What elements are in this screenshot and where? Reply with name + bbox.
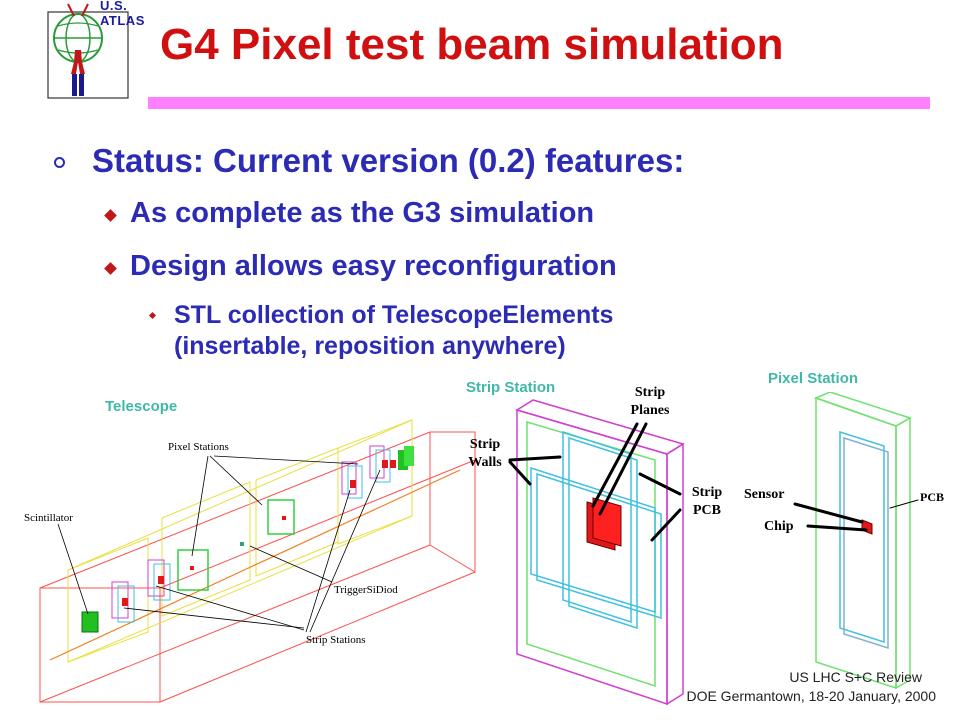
strip-station-title: Strip Station	[466, 379, 556, 396]
strip-walls-line1: Strip	[469, 437, 501, 452]
complete-text: As complete as the G3 simulation	[130, 197, 595, 229]
stl-text-1: STL collection of TelescopeElements	[174, 301, 614, 329]
sensor-label: Sensor	[744, 487, 785, 502]
design-text: Design allows easy reconfiguration	[130, 250, 617, 282]
strip-station-drawing	[515, 399, 685, 706]
chip-label: Chip	[764, 519, 794, 534]
logo-text: U.S. ATLAS	[100, 0, 145, 28]
pixel-stations-label: Pixel Stations	[168, 441, 229, 453]
diamond-bullet-icon	[104, 209, 117, 222]
pcb-label: PCB	[920, 490, 944, 504]
pixel-station-title: Pixel Station	[768, 370, 859, 387]
strip-walls-label: Strip Walls	[460, 436, 510, 472]
title-rule	[148, 97, 930, 109]
pixel-station-drawing	[813, 392, 912, 690]
small-diamond-icon	[148, 311, 157, 320]
telescope-title: Telescope	[105, 398, 178, 415]
circle-bullet-icon	[54, 157, 65, 168]
stl-text-2: (insertable, reposition anywhere)	[174, 332, 566, 360]
logo: U.S. ATLAS	[44, 0, 144, 100]
strip-walls-line2: Walls	[468, 455, 502, 470]
diamond-bullet-icon	[104, 262, 117, 275]
footer-line-2: DOE Germantown, 18-20 January, 2000	[686, 688, 936, 704]
atlas-figure-icon	[47, 3, 129, 99]
strip-stations-label: Strip Stations	[306, 634, 366, 646]
strip-planes-line2: Planes	[630, 403, 670, 418]
strip-pcb-line1: Strip	[691, 485, 723, 500]
status-text: Status: Current version (0.2) features:	[92, 142, 685, 179]
telescope-drawing	[39, 419, 476, 703]
footer-line-1: US LHC S+C Review	[789, 669, 922, 685]
scintillator-label: Scintillator	[24, 512, 73, 524]
strip-pcb-label: Strip PCB	[682, 484, 732, 520]
strip-pcb-line2: PCB	[693, 503, 721, 518]
page-title: G4 Pixel test beam simulation	[160, 20, 784, 69]
trigger-label: TriggerSiDiod	[334, 584, 398, 596]
strip-planes-label: Strip Planes	[620, 384, 680, 420]
strip-planes-line1: Strip	[634, 385, 666, 400]
